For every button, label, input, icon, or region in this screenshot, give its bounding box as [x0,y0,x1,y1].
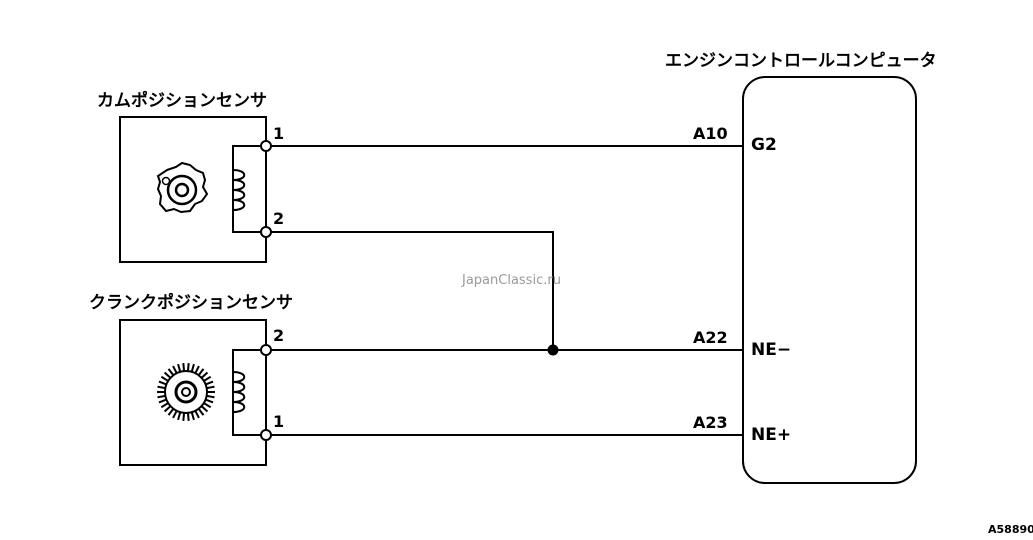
ecu-signal-g2: G2 [751,135,777,155]
crank-tooth [182,363,186,372]
crank-tooth [157,385,166,390]
cam-rotor-icon [156,161,209,214]
crank-sensor-title: クランクポジションセンサ [89,292,293,313]
crank-terminal-2 [260,344,272,356]
crank-tooth [160,402,169,409]
crank-terminal-1 [260,429,272,441]
crank-tooth [158,398,167,404]
cam-terminal-2-label: 2 [273,209,284,228]
ecu-box [742,76,917,484]
ecu-signal-ne-plus: NE+ [751,425,791,445]
crank-tooth [186,412,190,421]
cam-terminal-1-label: 1 [273,124,284,143]
crank-tooth [163,371,172,379]
ecu-title: エンジンコントロールコンピュータ [665,51,937,71]
crank-tooth [206,385,215,390]
ecu-block: エンジンコントロールコンピュータ G2 NE− NE+ [665,51,937,484]
cam-sensor-title: カムポジションセンサ [97,90,267,111]
crank-tooth [197,368,205,376]
crank-tooth [190,363,195,373]
crank-tooth [172,410,178,419]
crank-tooth [186,363,190,372]
crank-tooth [200,371,209,379]
crank-position-sensor: クランクポジションセンサ 2 1 [89,292,293,466]
crank-tooth [167,408,175,416]
crank-tooth [194,410,200,419]
crank-tooth [203,375,212,382]
ecu-signal-ne-minus: NE− [751,340,791,360]
crank-tooth [177,411,182,421]
watermark: JapanClassic.ru [461,273,561,288]
wire-cam-2 [271,231,554,350]
connector-code-a10: A10 [693,124,728,143]
crank-tooth [194,365,200,374]
crank-tooth [158,380,167,386]
crank-tooth [163,405,172,413]
connector-code-a22: A22 [693,328,728,347]
cam-position-sensor: カムポジションセンサ 1 2 [97,90,284,263]
crank-rotor-icon [157,363,215,421]
splice-junction [547,344,559,356]
cam-terminal-1 [260,140,272,152]
crank-tooth [206,394,215,399]
crank-tooth [182,412,186,421]
crank-tooth [205,380,214,386]
crank-tooth [177,363,182,373]
crank-terminal-2-label: 2 [273,326,284,345]
crank-tooth [157,394,166,399]
cam-pickup-coil-icon [232,145,266,233]
crank-tooth [203,402,212,409]
crank-terminal-1-label: 1 [273,412,284,431]
crank-tooth [172,365,178,374]
wiring [271,145,743,436]
crank-tooth [160,375,169,382]
crank-tooth [200,405,209,413]
crank-tooth [205,398,214,404]
cam-terminal-2 [260,226,272,238]
crank-tooth [197,408,205,416]
figure-reference: A58890 [988,523,1033,536]
crank-tooth [167,368,175,376]
connector-code-a23: A23 [693,413,728,432]
crank-pickup-coil-icon [232,349,266,436]
crank-tooth [190,411,195,421]
